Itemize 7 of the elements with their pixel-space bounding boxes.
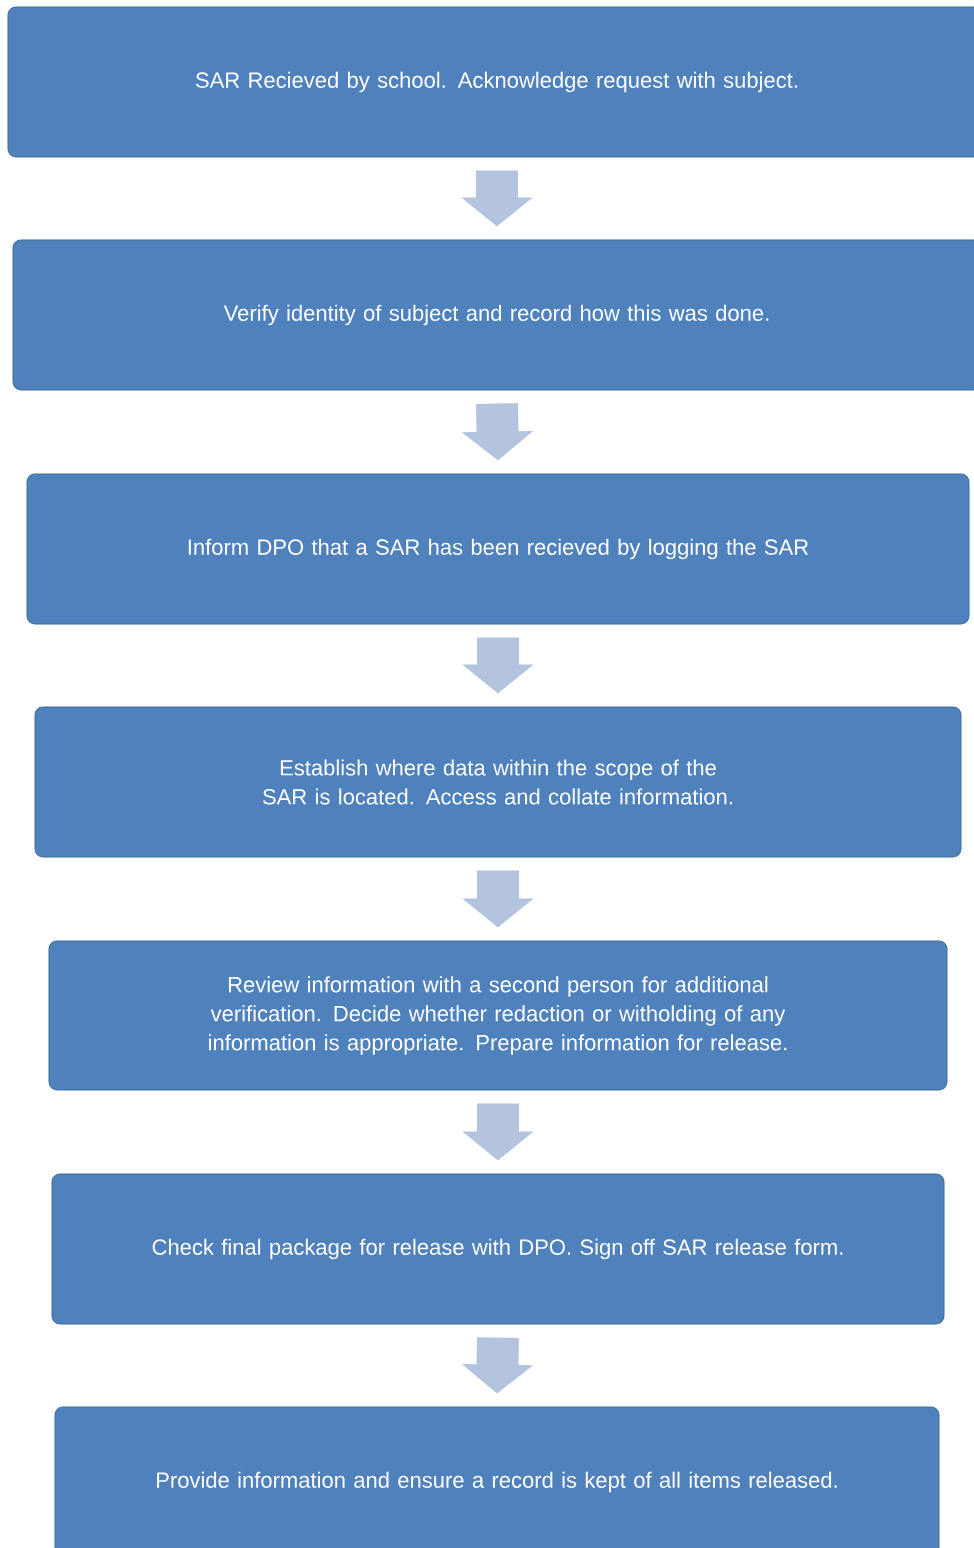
process-box: Provide information and ensure a record is kept of all items released. [54, 1406, 940, 1548]
process-box: Verify identity of subject and record how this was done. [12, 239, 974, 391]
process-box: Inform DPO that a SAR has been recieved by logging the SAR [26, 473, 970, 625]
process-box: Review information with a second person for additional verification. Decide whether redaction or witholding of any information is appropriate. Prepare information for release. [48, 940, 948, 1091]
process-box: SAR Recieved by school. Acknowledge request with subject. [7, 6, 974, 158]
process-box: Check final package for release with DPO. Sign off SAR release form. [51, 1173, 945, 1325]
process-box: Establish where data within the scope of the SAR is located. Access and collate information. [34, 706, 962, 858]
